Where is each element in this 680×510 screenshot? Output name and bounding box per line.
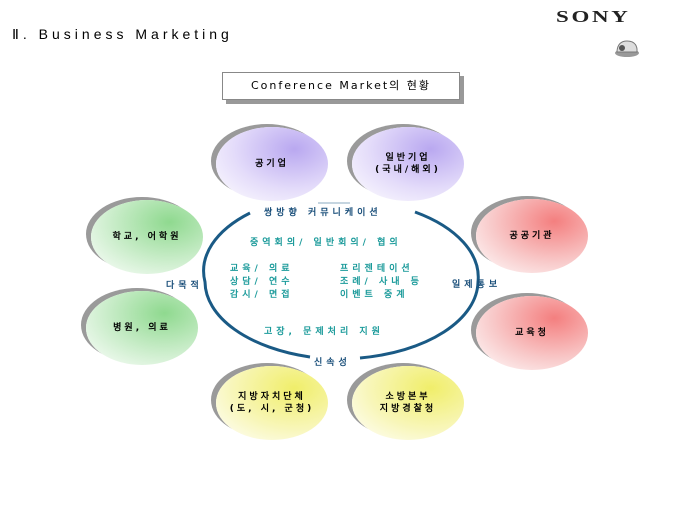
- market-label: (국내/해외): [375, 165, 441, 175]
- market-label: 지방자치단체: [238, 392, 306, 402]
- market-school: 학교, 어학원: [91, 200, 203, 274]
- slide-title: Ⅱ. Business Marketing: [12, 26, 233, 42]
- label-broadcast: 일제통보: [452, 280, 502, 290]
- use-item: 이벤트 중계: [340, 290, 409, 300]
- section-heading: Conference Market의 현황: [222, 72, 460, 100]
- sony-logo: SONY: [556, 7, 631, 26]
- ring-arc-right: [359, 210, 480, 360]
- use-item: 조례/ 사내 등: [340, 277, 423, 287]
- market-label: 공기업: [255, 159, 289, 169]
- ring-arc-top-left: [202, 211, 311, 359]
- market-label: 일반기업: [385, 153, 431, 163]
- use-item: 상담/ 연수: [230, 277, 294, 287]
- ptz-camera-icon: [615, 40, 639, 57]
- label-support: 고장, 문제처리 지원: [264, 327, 384, 337]
- right-uses: 프리젠테이션 조례/ 사내 등 이벤트 중계: [340, 263, 423, 302]
- market-education-office: 교육청: [476, 296, 588, 370]
- market-general-enterprise: 일반기업 (국내/해외): [352, 127, 464, 201]
- label-two-way-communication: 쌍방향 커뮤니케이션: [264, 208, 382, 218]
- label-multipurpose: 다목적: [166, 281, 203, 291]
- market-label: (도, 시, 군청): [229, 404, 315, 414]
- market-label: 교육청: [515, 328, 549, 338]
- label-meetings: 중역회의/ 일반회의/ 협의: [250, 238, 402, 248]
- market-label: 병원, 의료: [113, 323, 171, 333]
- use-item: 교육/ 의료: [230, 264, 294, 274]
- market-public-agency: 공공기관: [476, 199, 588, 273]
- market-label: 지방경찰청: [379, 404, 437, 414]
- use-item: 감시/ 면접: [230, 290, 294, 300]
- market-hospital: 병원, 의료: [86, 291, 198, 365]
- market-label: 공공기관: [509, 231, 555, 241]
- market-label: 소방본부: [385, 392, 431, 402]
- market-public-enterprise: 공기업: [216, 127, 328, 201]
- use-item: 프리젠테이션: [340, 264, 414, 274]
- left-uses: 교육/ 의료 상담/ 연수 감시/ 면접: [230, 263, 294, 302]
- label-speed: 신속성: [314, 358, 351, 368]
- market-local-government: 지방자치단체 (도, 시, 군청): [216, 366, 328, 440]
- market-label: 학교, 어학원: [112, 232, 182, 242]
